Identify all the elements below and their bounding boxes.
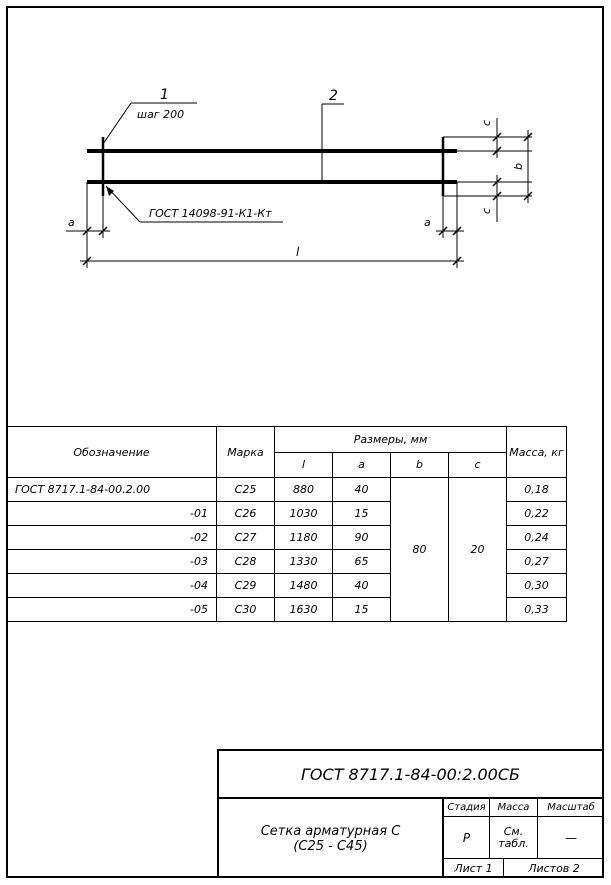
document-name-line2: (С25 - С45) — [293, 838, 368, 854]
title-block-frame — [217, 749, 604, 878]
cell-designation: -04 — [6, 573, 217, 598]
cell-a: 40 — [332, 573, 391, 598]
divider — [442, 799, 444, 878]
leader-1-number: 1 — [160, 87, 169, 103]
tick — [452, 226, 462, 236]
mass-label: Масса — [490, 799, 538, 817]
sheet-number: Лист 1 — [444, 859, 504, 878]
table-row: -05 С30 1630 15 0,33 — [6, 597, 567, 622]
tick — [452, 256, 462, 266]
cell-b: 80 — [390, 477, 449, 622]
cell-l: 1480 — [274, 573, 333, 598]
subheader-c: c — [448, 451, 507, 478]
dim-b-label: b — [512, 163, 525, 170]
weld-note: ГОСТ 14098-91-К1-Кт — [149, 207, 272, 220]
document-name-line1: Сетка арматурная С — [260, 823, 401, 839]
sheets-total: Листов 2 — [528, 862, 580, 875]
step-note: шаг 200 — [137, 108, 184, 121]
header-dims: Размеры, мм — [274, 426, 507, 453]
header-mark: Марка — [216, 426, 275, 478]
document-code: ГОСТ 8717.1-84-00:2.00СБ — [217, 751, 604, 799]
tick — [523, 191, 533, 201]
tick — [523, 132, 533, 142]
cell-mass: 0,24 — [506, 525, 567, 550]
tick — [492, 146, 502, 156]
dim-c-bottom-label: c — [480, 208, 493, 214]
tick — [98, 226, 108, 236]
cell-mass: 0,18 — [506, 477, 567, 502]
cell-mass: 0,30 — [506, 573, 567, 598]
cell-c: 20 — [448, 477, 507, 622]
cell-designation: -03 — [6, 549, 217, 574]
scale-value: — — [538, 817, 604, 859]
tick — [492, 177, 502, 187]
cell-l: 1330 — [274, 549, 333, 574]
cell-a: 90 — [332, 525, 391, 550]
cell-mark: С25 — [216, 477, 275, 502]
mass-value: См. табл. — [490, 817, 538, 859]
cell-mark: С28 — [216, 549, 275, 574]
dim-a-right-label: a — [424, 216, 431, 229]
cell-mark: С29 — [216, 573, 275, 598]
cell-a: 40 — [332, 477, 391, 502]
cell-l: 1630 — [274, 597, 333, 622]
table-row: -02 С27 1180 90 0,24 — [6, 525, 567, 550]
cell-mass: 0,22 — [506, 501, 567, 526]
cell-mass: 0,27 — [506, 549, 567, 574]
cell-l: 880 — [274, 477, 333, 502]
stage-value: Р — [444, 817, 490, 859]
tick — [438, 226, 448, 236]
leader-1 — [102, 102, 132, 145]
tick — [82, 256, 92, 266]
cell-mark: С30 — [216, 597, 275, 622]
tick — [492, 132, 502, 142]
spec-table: Обозначение Марка Размеры, мм Масса, кг … — [6, 426, 567, 622]
leader-2-number: 2 — [329, 88, 338, 104]
cell-designation: -01 — [6, 501, 217, 526]
tick — [492, 191, 502, 201]
scale-label: Масштаб — [538, 799, 604, 817]
cell-mass: 0,33 — [506, 597, 567, 622]
title-block: ГОСТ 8717.1-84-00:2.00СБ Сетка арматурна… — [217, 749, 604, 878]
tick — [82, 226, 92, 236]
cell-mark: С27 — [216, 525, 275, 550]
document-name: Сетка арматурная С (С25 - С45) — [219, 799, 442, 878]
stage-label: Стадия — [444, 799, 490, 817]
cell-mark: С26 — [216, 501, 275, 526]
header-mass: Масса, кг — [506, 426, 567, 478]
cell-l: 1030 — [274, 501, 333, 526]
dim-l-label: l — [296, 245, 300, 259]
cell-a: 15 — [332, 597, 391, 622]
subheader-a: a — [332, 451, 391, 478]
cell-a: 65 — [332, 549, 391, 574]
cell-l: 1180 — [274, 525, 333, 550]
subheader-l: l — [274, 451, 333, 478]
mass-value-line1: См. — [503, 824, 524, 838]
dim-a-left-label: a — [68, 216, 75, 229]
cell-designation: -05 — [6, 597, 217, 622]
cell-designation: ГОСТ 8717.1-84-00.2.00 — [6, 477, 217, 502]
dim-c-top-label: c — [480, 120, 493, 126]
weld-arrow — [106, 186, 114, 196]
header-designation: Обозначение — [6, 426, 217, 478]
subheader-b: b — [390, 451, 449, 478]
table-row: -03 С28 1330 65 0,27 — [6, 549, 567, 574]
cell-designation: -02 — [6, 525, 217, 550]
table-row: ГОСТ 8717.1-84-00.2.00 С25 880 40 80 20 … — [6, 477, 567, 622]
mass-value-line2: табл. — [498, 836, 529, 850]
cell-a: 15 — [332, 501, 391, 526]
